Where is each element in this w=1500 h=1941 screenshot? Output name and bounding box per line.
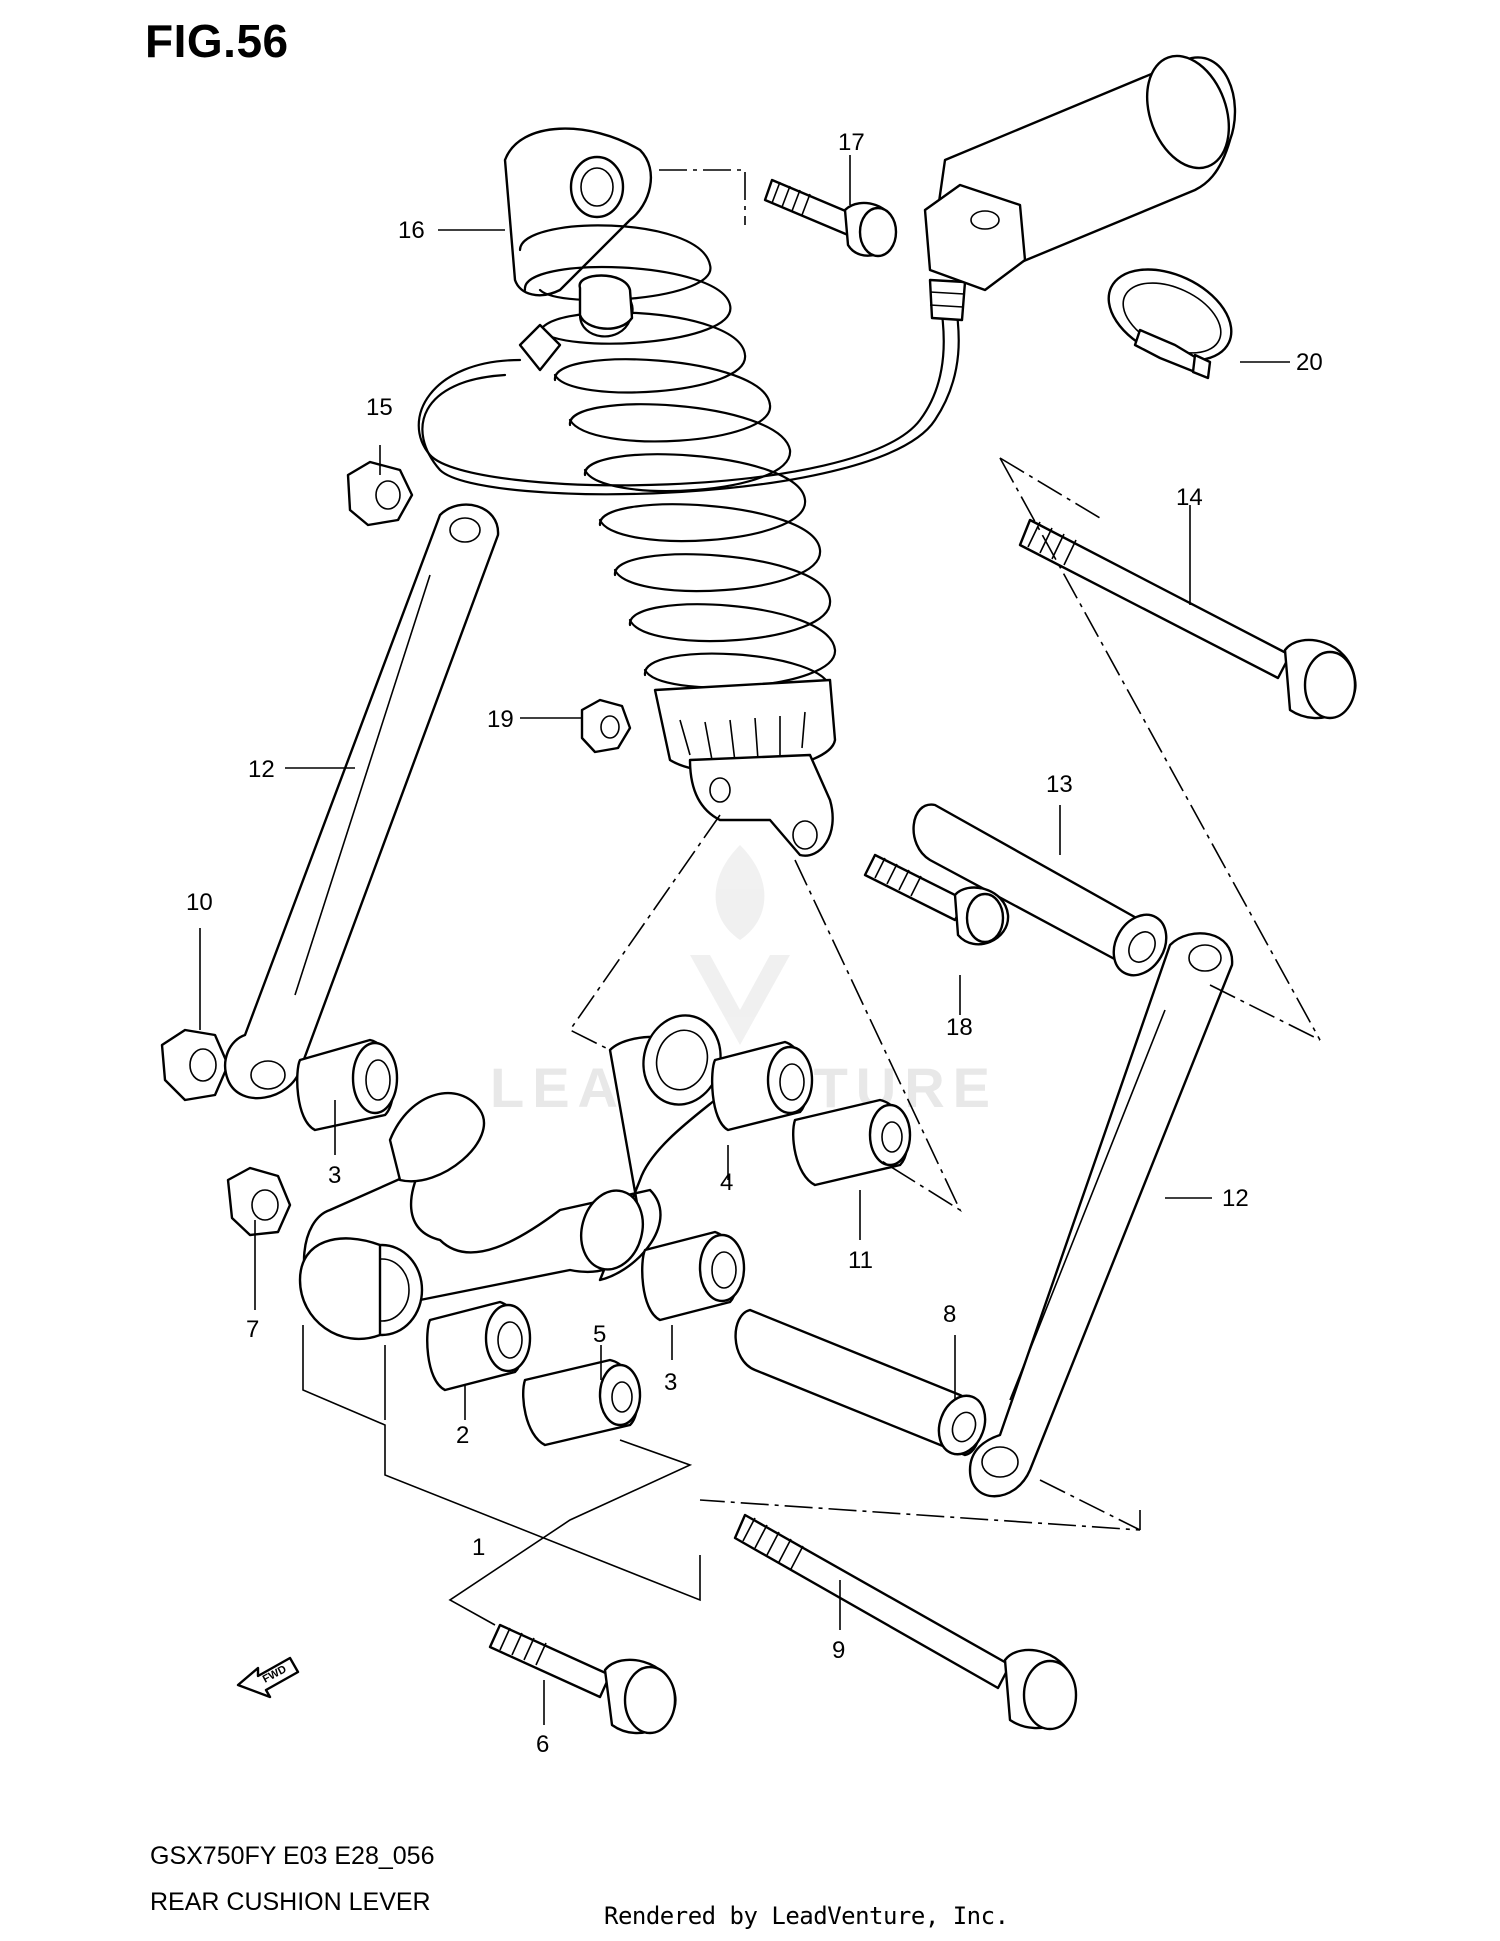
callout-14: 14 <box>1176 484 1203 511</box>
bolt-6 <box>488 1623 677 1735</box>
callout-15: 15 <box>366 394 393 421</box>
nut-15 <box>346 460 414 527</box>
callout-18: 18 <box>946 1014 973 1041</box>
bushing-4 <box>711 1040 814 1132</box>
bushing-2 <box>426 1300 532 1392</box>
spacer-5 <box>522 1358 642 1447</box>
bolt-14 <box>1018 518 1357 720</box>
spacer-13 <box>912 803 1168 977</box>
diagram-title: REAR CUSHION LEVER <box>150 1888 431 1916</box>
callout-10: 10 <box>186 889 213 916</box>
callout-7: 7 <box>246 1316 259 1343</box>
callout-13: 13 <box>1046 771 1073 798</box>
nut-10 <box>160 1028 230 1102</box>
shock-absorber <box>417 127 967 857</box>
callout-11: 11 <box>848 1247 873 1274</box>
callout-8: 8 <box>943 1301 956 1328</box>
callout-20: 20 <box>1296 349 1323 376</box>
callout-9: 9 <box>832 1637 845 1664</box>
spacer-11 <box>792 1098 912 1187</box>
callout-2: 2 <box>456 1422 469 1449</box>
callout-1: 1 <box>472 1534 485 1561</box>
bolt-18 <box>863 853 1010 946</box>
cushion-lever-1 <box>298 1014 722 1341</box>
callout-12b: 12 <box>1222 1185 1249 1212</box>
callout-19: 19 <box>487 706 514 733</box>
bolt-17 <box>763 178 898 258</box>
watermark-logo <box>690 845 790 1045</box>
callout-5: 5 <box>593 1321 606 1348</box>
callout-6: 6 <box>536 1731 549 1758</box>
rendered-by-credit: Rendered by LeadVenture, Inc. <box>604 1902 1009 1930</box>
bushing-3-upper <box>296 1038 399 1132</box>
nut-19 <box>580 698 632 754</box>
nut-7 <box>226 1166 292 1237</box>
tie-rod-12-right <box>968 932 1234 1498</box>
callout-17: 17 <box>838 129 865 156</box>
figure-title: FIG.56 <box>145 15 289 67</box>
leader-lines <box>199 155 1321 1725</box>
model-code: GSX750FY E03 E28_056 <box>150 1842 435 1870</box>
callout-3a: 3 <box>328 1162 341 1189</box>
bushing-3-lower <box>641 1230 746 1322</box>
shock-reservoir <box>923 54 1237 292</box>
fwd-arrow-icon: FWD <box>236 1656 300 1699</box>
bolt-9 <box>733 1513 1078 1731</box>
callout-4: 4 <box>720 1169 733 1196</box>
tie-rod-12-left <box>223 503 500 1100</box>
callout-12a: 12 <box>248 756 275 783</box>
callout-3b: 3 <box>664 1369 677 1396</box>
callouts: 16 17 20 15 14 19 12 13 10 18 12 3 4 11 … <box>186 129 1323 1758</box>
callout-16: 16 <box>398 217 425 244</box>
hose-clamp-20 <box>1107 268 1233 380</box>
spacer-8 <box>734 1308 987 1457</box>
